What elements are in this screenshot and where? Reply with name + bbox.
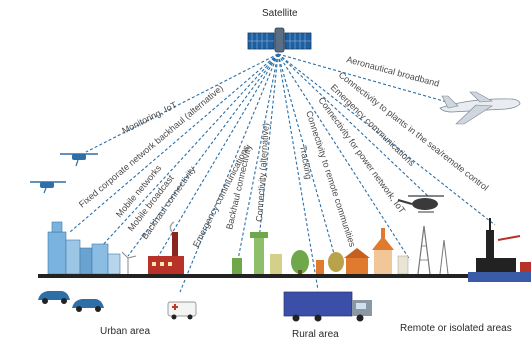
urban-skyline (47, 221, 137, 275)
wind-turbine-icon (121, 251, 137, 259)
label-tracking: Tracking (298, 145, 314, 180)
remote-area-label: Remote or isolated areas (400, 323, 512, 334)
ambulance-icon (167, 301, 197, 320)
drone-icon (30, 181, 66, 194)
oil-platform-icon (468, 218, 531, 282)
factory-icon (148, 221, 184, 274)
remote-structures (417, 225, 449, 275)
satellite-icon (247, 27, 312, 53)
urban-area-label: Urban area (100, 326, 150, 337)
satellite-label: Satellite (262, 8, 298, 19)
airplane-icon (439, 91, 521, 125)
label-connectivity-alternative: Connectivity (alternative) (254, 123, 271, 223)
helicopter-icon (397, 195, 444, 213)
rural-scenery (232, 228, 409, 276)
ground-line (38, 274, 468, 278)
car-icon (72, 299, 104, 312)
church-icon (372, 228, 394, 274)
car-icon (38, 291, 70, 304)
tower-icon (250, 232, 268, 274)
label-connectivity-plants-sea: Connectivity to plants in the sea/remote… (337, 70, 491, 193)
label-fixed-corporate-backhaul: Fixed corporate network backhaul (altern… (77, 83, 225, 210)
link-rays (69, 53, 496, 293)
truck-icon (283, 291, 372, 322)
drone-icon (60, 153, 98, 167)
rural-area-label: Rural area (292, 329, 339, 340)
